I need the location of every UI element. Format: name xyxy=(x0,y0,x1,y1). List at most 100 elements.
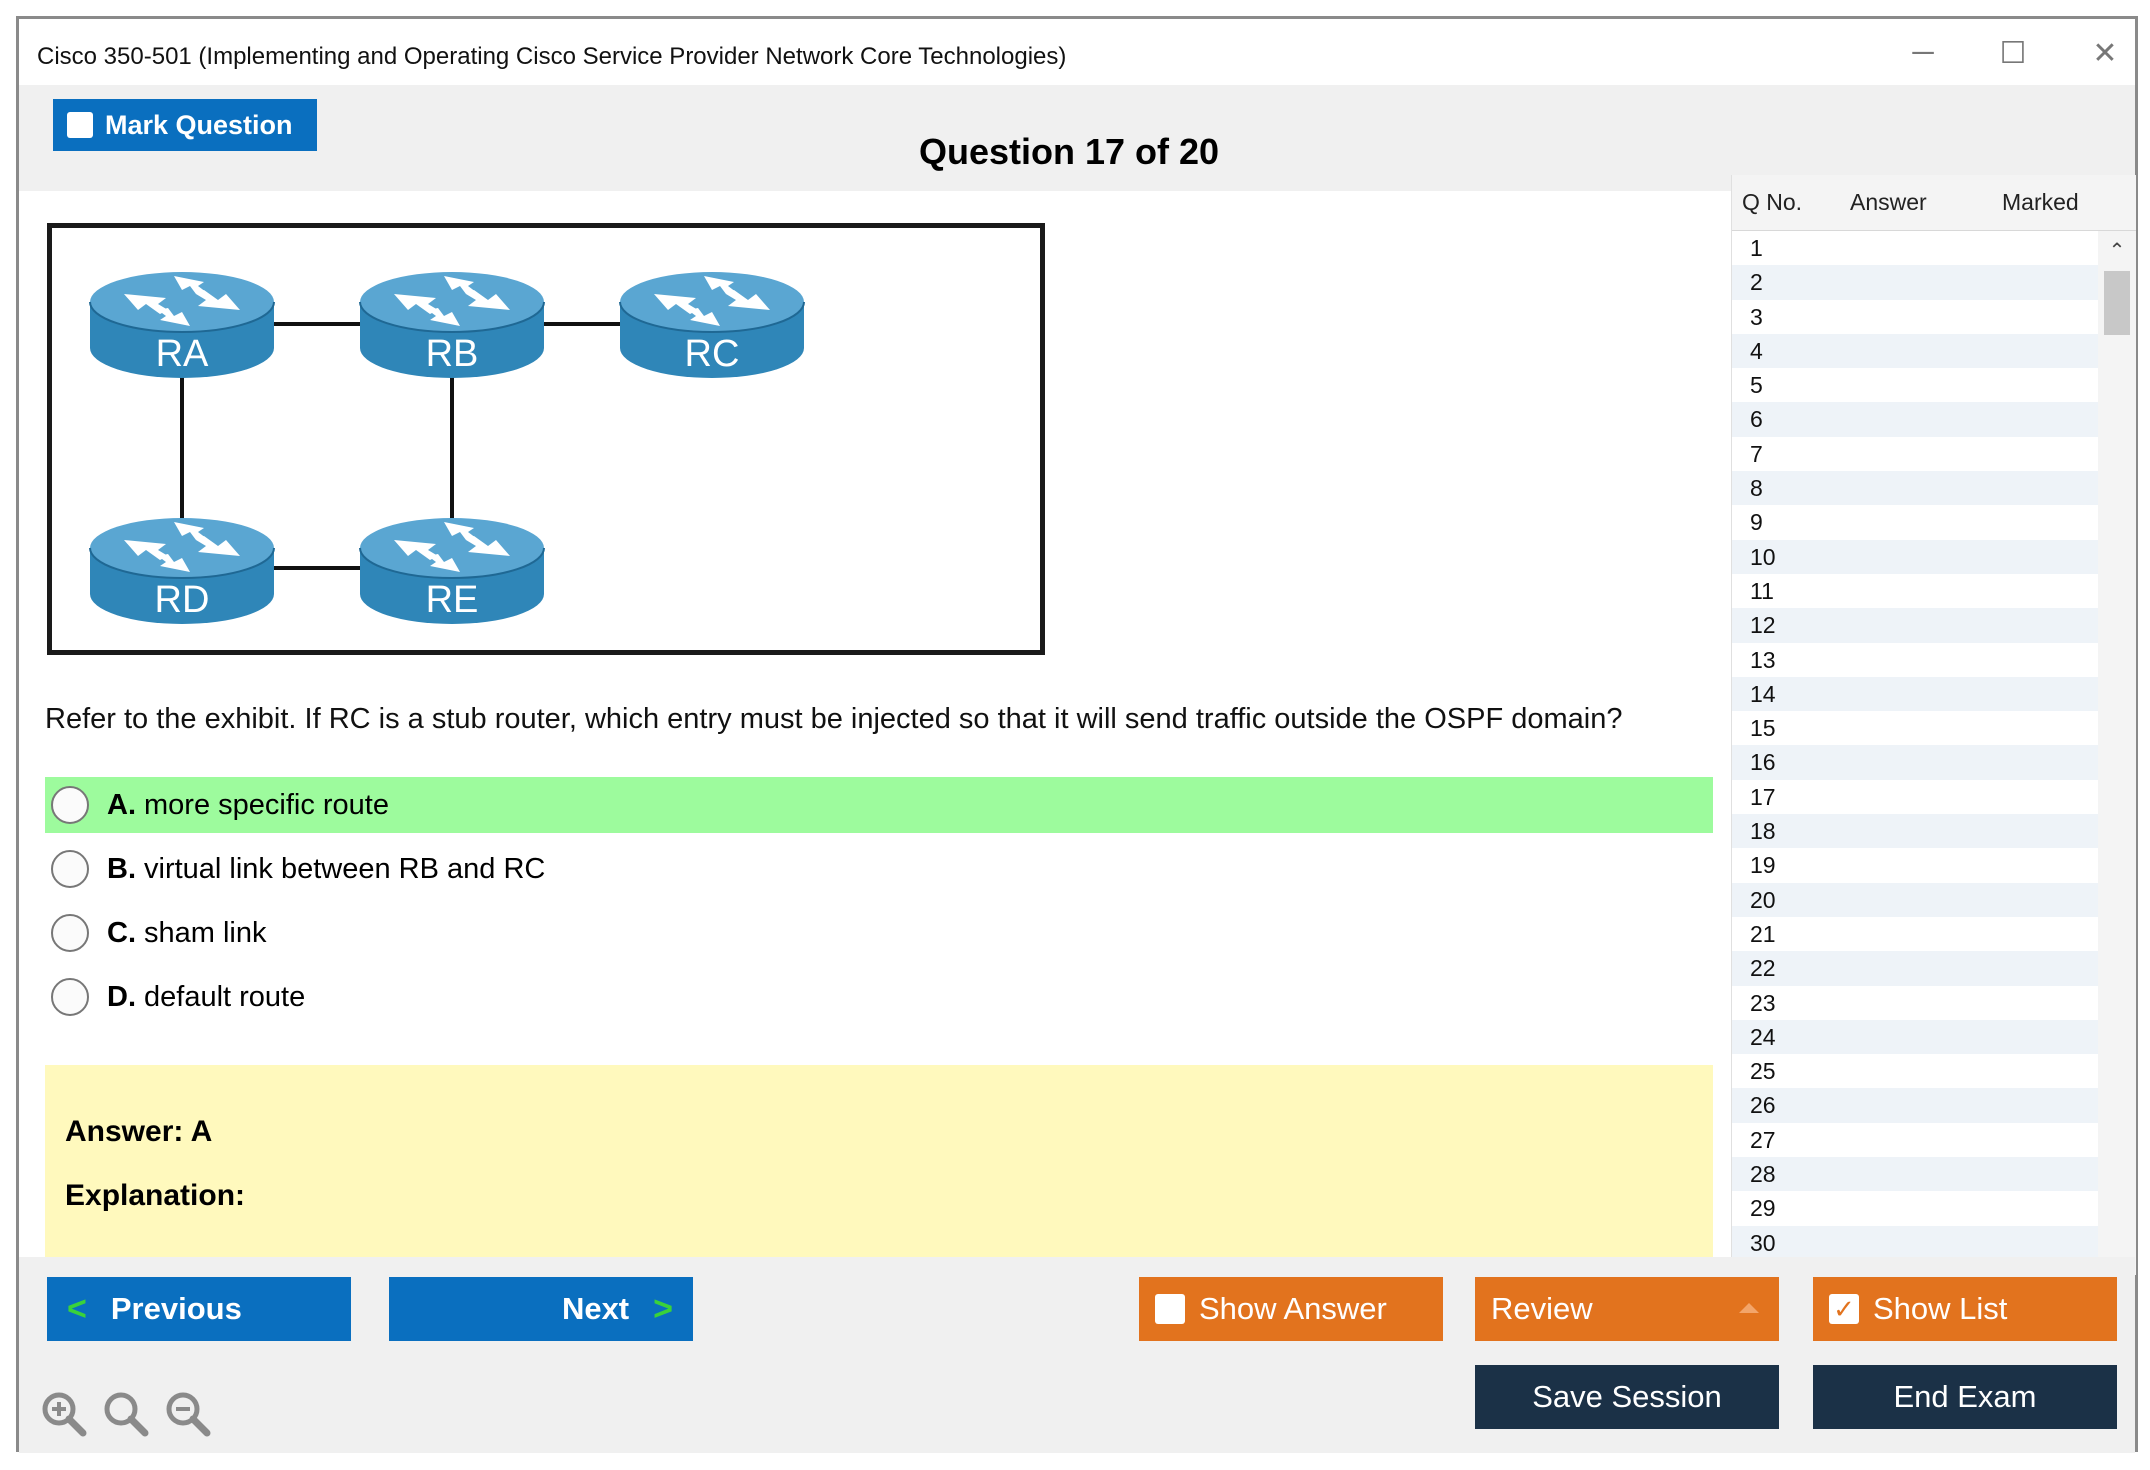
question-list-row[interactable]: 21 xyxy=(1750,920,1776,947)
scroll-up-arrow-icon[interactable]: ⌃ xyxy=(2108,239,2126,262)
question-list-row[interactable]: 28 xyxy=(1732,1157,2098,1192)
router-label-re: RE xyxy=(426,579,479,621)
review-dropdown-button[interactable]: Review xyxy=(1475,1277,1779,1341)
footer-toolbar: < Previous Next > Show Answer Review ✓ S… xyxy=(19,1257,2135,1453)
mark-question-label: Mark Question xyxy=(105,109,293,140)
question-list-row[interactable]: 30 xyxy=(1732,1225,2098,1260)
previous-label: Previous xyxy=(110,1291,242,1326)
show-answer-checkbox-icon xyxy=(1155,1294,1185,1324)
close-button[interactable]: ✕ xyxy=(2092,36,2118,70)
marked-column-header: Marked xyxy=(2002,189,2079,215)
question-list-row[interactable]: 26 xyxy=(1732,1088,2098,1123)
question-counter: Question 17 of 20 xyxy=(919,131,1220,172)
option-a-radio[interactable] xyxy=(51,786,89,824)
option-d-text: default route xyxy=(144,980,306,1013)
option-b[interactable]: B. virtual link between RB and RC xyxy=(45,841,1713,897)
maximize-button[interactable]: ☐ xyxy=(1999,36,2027,70)
end-exam-button[interactable]: End Exam xyxy=(1813,1365,2117,1429)
question-list-scrollbar[interactable]: ⌃ ⌄ xyxy=(2098,231,2136,1275)
answer-label: Answer: A xyxy=(65,1115,213,1148)
scroll-thumb[interactable] xyxy=(2104,271,2130,335)
next-label: Next xyxy=(561,1291,630,1326)
show-list-button[interactable]: ✓ Show List xyxy=(1813,1277,2117,1341)
option-a-letter: A. xyxy=(107,788,136,821)
show-list-label: Show List xyxy=(1873,1291,2008,1326)
show-list-checkbox-checked-icon: ✓ xyxy=(1829,1294,1859,1324)
previous-button[interactable]: < Previous xyxy=(47,1277,351,1341)
option-a-text: more specific route xyxy=(144,788,389,821)
zoom-in-icon[interactable] xyxy=(39,1389,87,1437)
window-title: Cisco 350-501 (Implementing and Operatin… xyxy=(37,43,1067,70)
chevron-right-icon: > xyxy=(653,1289,673,1328)
save-session-label: Save Session xyxy=(1532,1379,1722,1414)
exhibit-diagram: RA RB RC RD RE xyxy=(47,223,1045,655)
title-bar: Cisco 350-501 (Implementing and Operatin… xyxy=(19,19,2135,85)
option-c-radio[interactable] xyxy=(51,914,89,952)
question-list-row[interactable]: 16 xyxy=(1732,745,2098,780)
question-header: Mark Question Question 17 of 20 xyxy=(19,85,2135,191)
question-list-row[interactable]: 8 xyxy=(1732,471,2098,506)
explanation-label: Explanation: xyxy=(65,1179,246,1212)
show-answer-label: Show Answer xyxy=(1199,1291,1387,1326)
app-window: Cisco 350-501 (Implementing and Operatin… xyxy=(16,16,2138,1453)
question-list-row[interactable]: 27 xyxy=(1750,1126,1776,1153)
question-list-row[interactable]: 9 xyxy=(1750,509,1763,536)
option-d[interactable]: D. default route xyxy=(45,969,1713,1025)
question-list-row[interactable]: 22 xyxy=(1732,951,2098,986)
end-exam-label: End Exam xyxy=(1893,1379,2037,1414)
router-label-ra: RA xyxy=(156,333,209,375)
option-b-text: virtual link between RB and RC xyxy=(144,852,546,885)
option-d-letter: D. xyxy=(107,980,136,1013)
option-d-radio[interactable] xyxy=(51,978,89,1016)
zoom-reset-icon[interactable] xyxy=(101,1389,149,1437)
question-list-row[interactable]: 17 xyxy=(1750,783,1776,810)
question-list-row[interactable]: 1 xyxy=(1750,235,1763,261)
question-list-row[interactable]: 18 xyxy=(1732,814,2098,849)
question-list-row[interactable]: 29 xyxy=(1750,1195,1776,1222)
question-list-row[interactable]: 3 xyxy=(1750,303,1763,330)
question-list-row[interactable]: 23 xyxy=(1750,989,1776,1016)
question-list-row[interactable]: 15 xyxy=(1750,715,1776,742)
question-list-header: Q No. Answer Marked xyxy=(1732,175,2136,231)
question-list-row[interactable]: 14 xyxy=(1732,676,2098,712)
show-answer-button[interactable]: Show Answer xyxy=(1139,1277,1443,1341)
review-label: Review xyxy=(1491,1291,1593,1326)
question-list-row[interactable]: 25 xyxy=(1750,1058,1776,1085)
option-c[interactable]: C. sham link xyxy=(45,905,1713,961)
question-list-row[interactable]: 2 xyxy=(1732,265,2098,300)
question-list-row[interactable]: 20 xyxy=(1732,882,2098,917)
chevron-left-icon: < xyxy=(67,1289,87,1328)
option-b-radio[interactable] xyxy=(51,850,89,888)
router-label-rc: RC xyxy=(685,333,740,375)
mark-checkbox-icon xyxy=(67,112,93,138)
question-list-row[interactable]: 13 xyxy=(1750,646,1776,673)
question-list-row[interactable]: 19 xyxy=(1750,852,1776,879)
option-c-text: sham link xyxy=(144,916,267,949)
option-b-letter: B. xyxy=(107,852,136,885)
question-list-row[interactable]: 12 xyxy=(1732,608,2098,643)
option-a[interactable]: A. more specific route xyxy=(45,777,1713,833)
question-content: RA RB RC RD RE Refer to the exhibit. If … xyxy=(19,191,1731,1275)
mark-question-button[interactable]: Mark Question xyxy=(53,99,317,151)
answer-panel: Answer: A Explanation: xyxy=(45,1065,1713,1263)
question-list-row[interactable]: 6 xyxy=(1732,402,2098,437)
qno-column-header: Q No. xyxy=(1742,189,1803,215)
router-label-rd: RD xyxy=(155,579,210,621)
question-text: Refer to the exhibit. If RC is a stub ro… xyxy=(45,703,1623,735)
save-session-button[interactable]: Save Session xyxy=(1475,1365,1779,1429)
question-list-row[interactable]: 11 xyxy=(1750,577,1774,604)
option-c-letter: C. xyxy=(107,916,136,949)
question-list-row[interactable]: 7 xyxy=(1750,440,1763,467)
question-list-row[interactable]: 10 xyxy=(1732,539,2098,574)
minimize-button[interactable]: ─ xyxy=(1912,36,1934,69)
next-button[interactable]: Next > xyxy=(389,1277,693,1341)
caret-up-icon xyxy=(1739,1303,1759,1313)
question-list-row[interactable]: 4 xyxy=(1732,333,2098,369)
question-list-row[interactable]: 24 xyxy=(1732,1019,2098,1055)
question-list-row[interactable]: 5 xyxy=(1750,372,1763,399)
zoom-out-icon[interactable] xyxy=(163,1389,211,1437)
router-label-rb: RB xyxy=(426,333,479,375)
answer-column-header: Answer xyxy=(1850,189,1927,215)
